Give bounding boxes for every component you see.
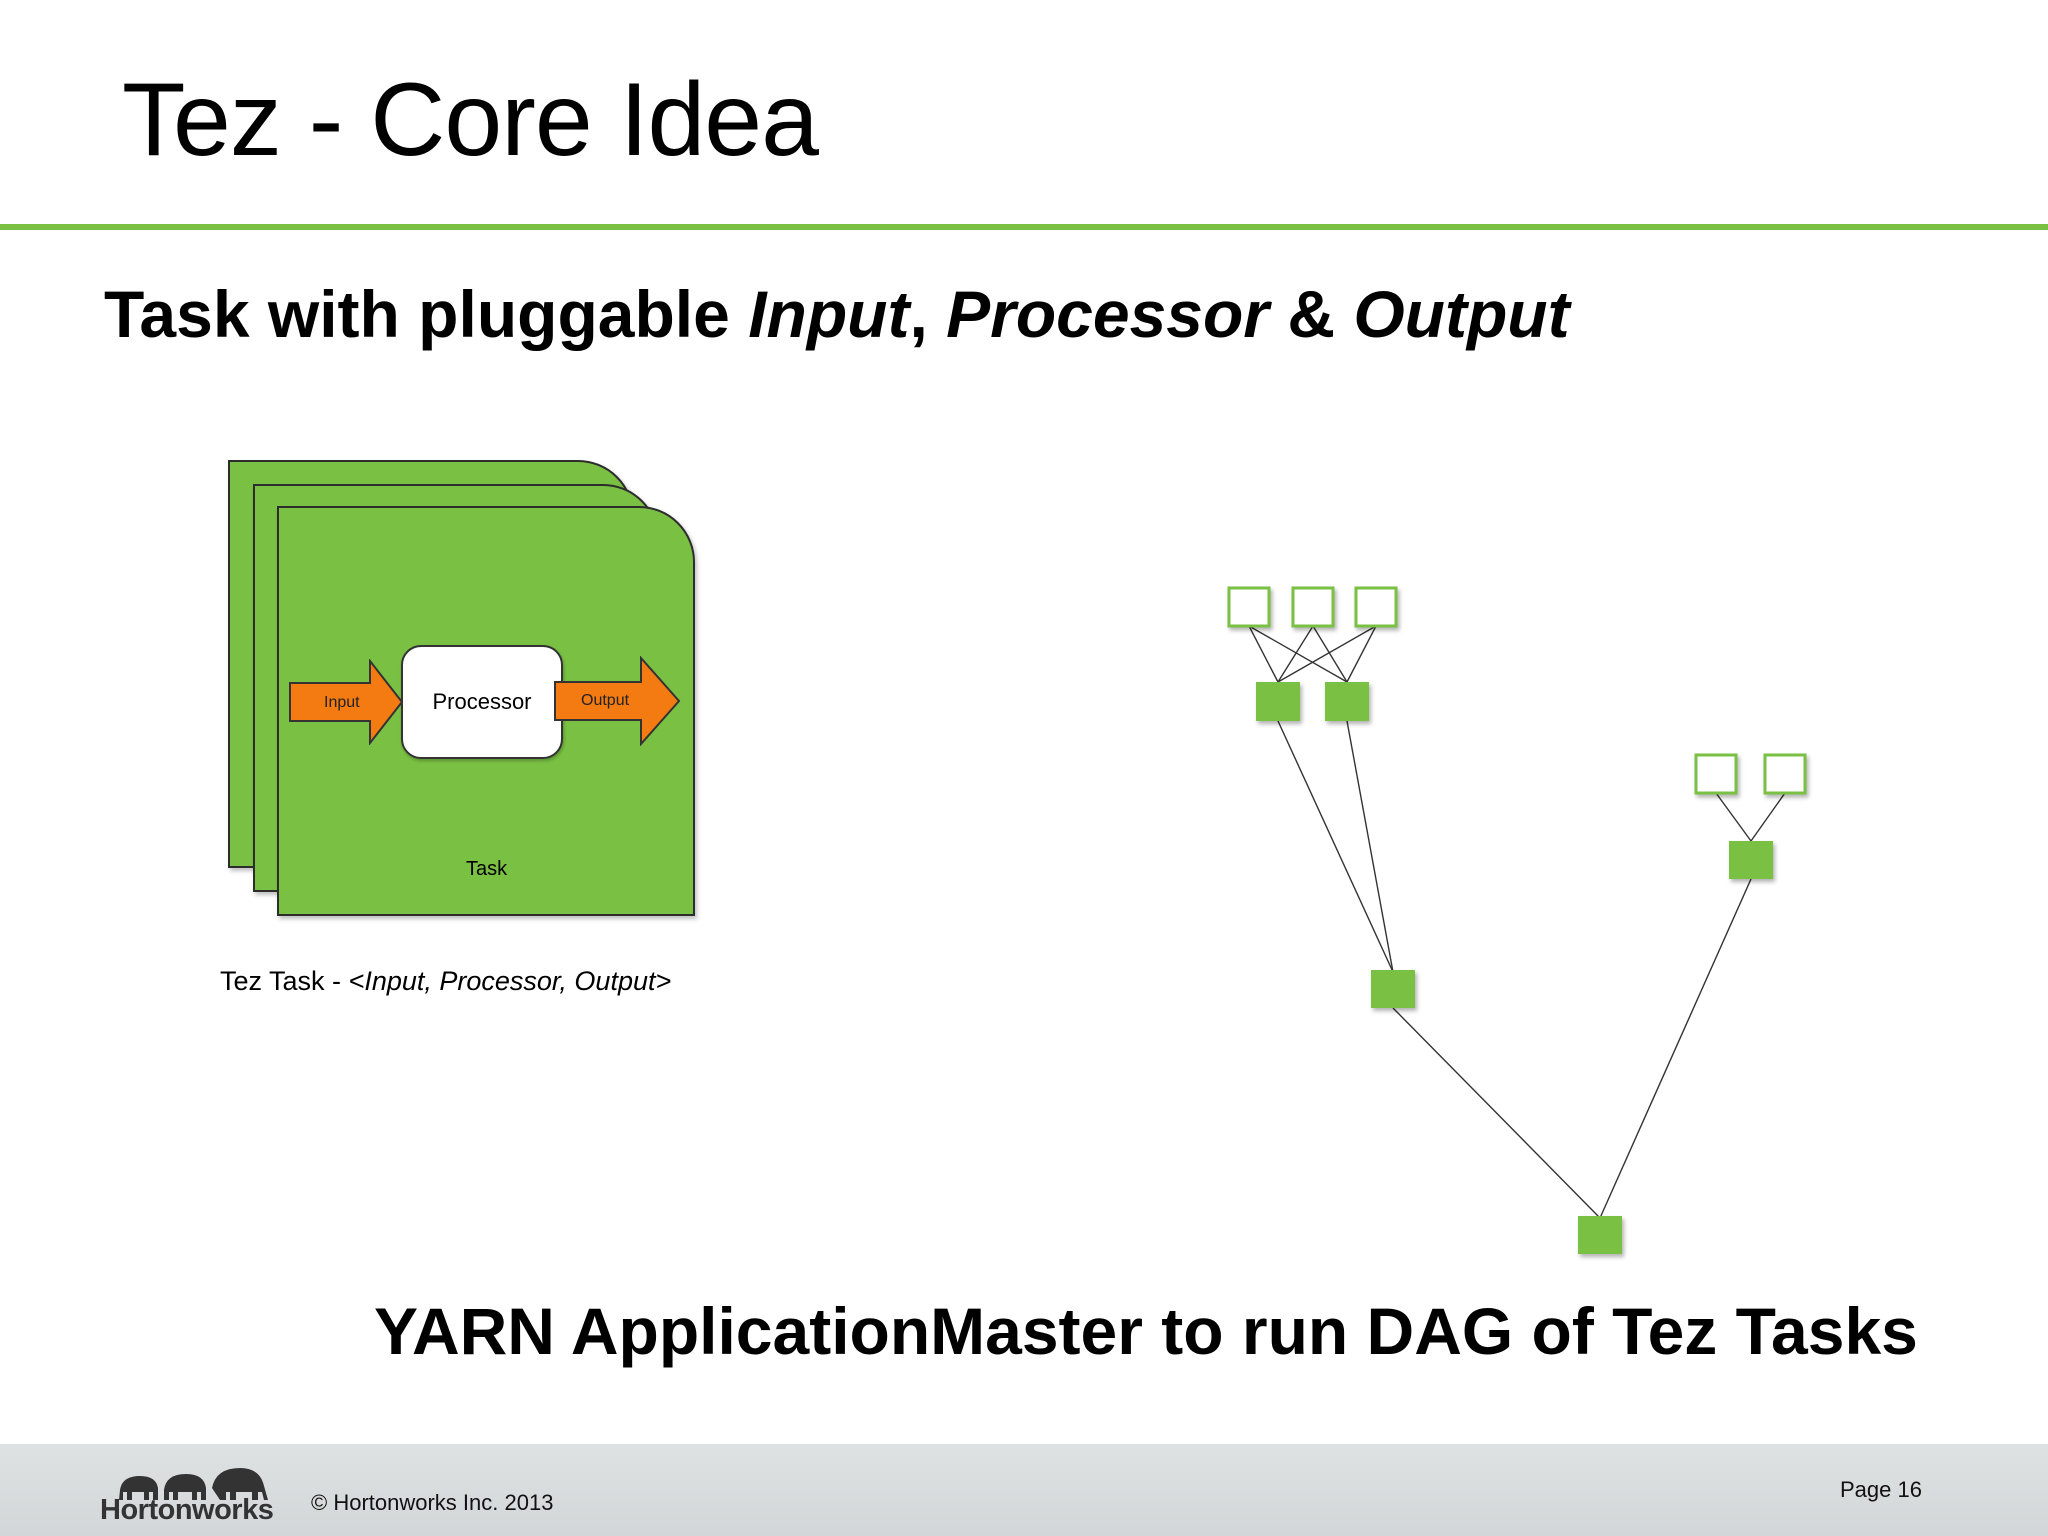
dag-task-vertex: [1578, 1216, 1622, 1254]
page-number: Page 16: [1840, 1477, 1922, 1502]
output-arrow-icon: [554, 656, 681, 746]
dag-edge: [1248, 625, 1348, 683]
subtitle-amp: &: [1269, 277, 1354, 351]
caption-italic: <Input, Processor, Output>: [348, 966, 672, 996]
input-label: Input: [324, 694, 360, 711]
subtitle-lead: Task with pluggable: [104, 277, 749, 351]
subtitle-output: Output: [1353, 277, 1570, 351]
output-label: Output: [581, 692, 630, 709]
task-label: Task: [466, 858, 508, 880]
dag-edge: [1277, 625, 1377, 683]
task-caption: Tez Task - <Input, Processor, Output>: [220, 966, 671, 997]
dag-edge: [1248, 625, 1279, 683]
logo-wordmark: Hortonworks: [100, 1494, 274, 1526]
subtitle-input: Input: [748, 277, 910, 351]
dag-task-vertex: [1325, 682, 1369, 721]
dag-task-vertex: [1256, 682, 1300, 721]
subtitle-comma: ,: [909, 277, 947, 351]
title-divider: [0, 224, 2048, 230]
dag-source-vertex: [1694, 753, 1738, 795]
dag-task-vertex: [1729, 841, 1773, 879]
dag-task-vertex: [1371, 970, 1415, 1008]
dag-edge: [1392, 1007, 1601, 1219]
dag-edge: [1715, 792, 1752, 842]
dag-edge: [1277, 625, 1314, 683]
dag-source-vertex: [1354, 586, 1398, 628]
dag-source-vertex: [1291, 586, 1335, 628]
processor-box: Processor: [401, 645, 563, 759]
bottom-heading: YARN ApplicationMaster to run DAG of Tez…: [374, 1294, 1918, 1368]
dag-edge: [1599, 878, 1752, 1219]
dag-source-vertex: [1763, 753, 1807, 795]
subtitle-processor: Processor: [946, 277, 1269, 351]
input-arrow-icon: [289, 659, 404, 745]
slide-subtitle: Task with pluggable Input, Processor & O…: [104, 275, 1570, 354]
slide-title: Tez - Core Idea: [122, 62, 819, 178]
dag-edge: [1277, 720, 1394, 973]
dag-edge: [1750, 792, 1786, 842]
dag-source-vertex: [1227, 586, 1271, 628]
elephant-logo-icon: [119, 1468, 268, 1500]
dag-edge: [1346, 625, 1377, 683]
dag-edge: [1346, 720, 1394, 973]
copyright: © Hortonworks Inc. 2013: [311, 1490, 554, 1515]
dag-edge: [1312, 625, 1348, 683]
caption-prefix: Tez Task -: [220, 966, 349, 996]
footer-bar: [0, 1444, 2048, 1536]
